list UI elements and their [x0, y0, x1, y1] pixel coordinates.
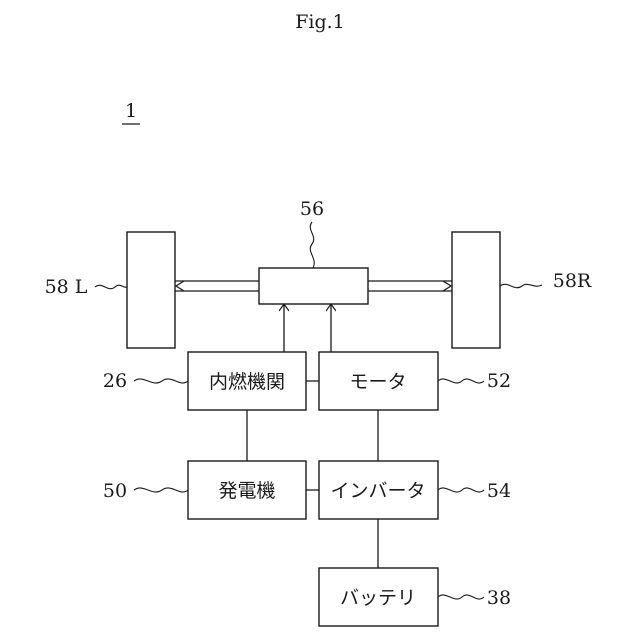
battery-label: バッテリ: [340, 587, 416, 609]
ref-52-label: 52: [487, 370, 511, 392]
figure-title: Fig.1: [295, 11, 345, 33]
motor: モータ: [319, 352, 438, 410]
ref-54-label: 54: [487, 480, 511, 502]
left-wheel-rect: [127, 232, 175, 348]
ref-52-leader: [438, 379, 484, 383]
ref-58L-label: 58 L: [45, 276, 88, 298]
ref-52: 52: [438, 370, 511, 392]
ref-38-leader: [438, 595, 484, 599]
ref-50-leader: [134, 488, 188, 492]
ref-58L: 58 L: [45, 276, 127, 298]
inverter: インバータ: [319, 461, 438, 519]
ref-58R-label: 58R: [553, 270, 592, 292]
ref-26: 26: [103, 370, 188, 392]
right-wheel-rect: [452, 232, 500, 348]
internal-combustion-engine: 内燃機関: [188, 352, 306, 410]
motor-label: モータ: [349, 371, 406, 393]
ref-54-leader: [438, 488, 484, 492]
ref-50-label: 50: [103, 480, 127, 502]
battery: バッテリ: [319, 568, 438, 626]
ref-56-label: 56: [300, 198, 324, 220]
left-axle: [175, 281, 259, 291]
ref-26-label: 26: [103, 370, 127, 392]
right-axle: [368, 281, 452, 291]
ref-54: 54: [438, 480, 511, 502]
differential: [259, 268, 368, 304]
ref-58R-leader: [500, 284, 542, 287]
right-wheel: [452, 232, 500, 348]
system-reference: 1: [122, 100, 140, 124]
ref-56: 56: [300, 198, 324, 268]
left-wheel: [127, 232, 175, 348]
ref-58R: 58R: [500, 270, 592, 292]
ref-50: 50: [103, 480, 188, 502]
differential-box: [259, 268, 368, 304]
engine-label: 内燃機関: [209, 371, 285, 393]
ref-38-label: 38: [487, 587, 511, 609]
generator: 発電機: [188, 461, 306, 519]
inverter-label: インバータ: [330, 480, 425, 502]
ref-26-leader: [134, 379, 188, 383]
ref-56-leader: [310, 222, 314, 268]
system-ref-label: 1: [125, 100, 137, 122]
generator-label: 発電機: [218, 480, 275, 502]
ref-38: 38: [438, 587, 511, 609]
ref-58L-leader: [95, 285, 127, 289]
